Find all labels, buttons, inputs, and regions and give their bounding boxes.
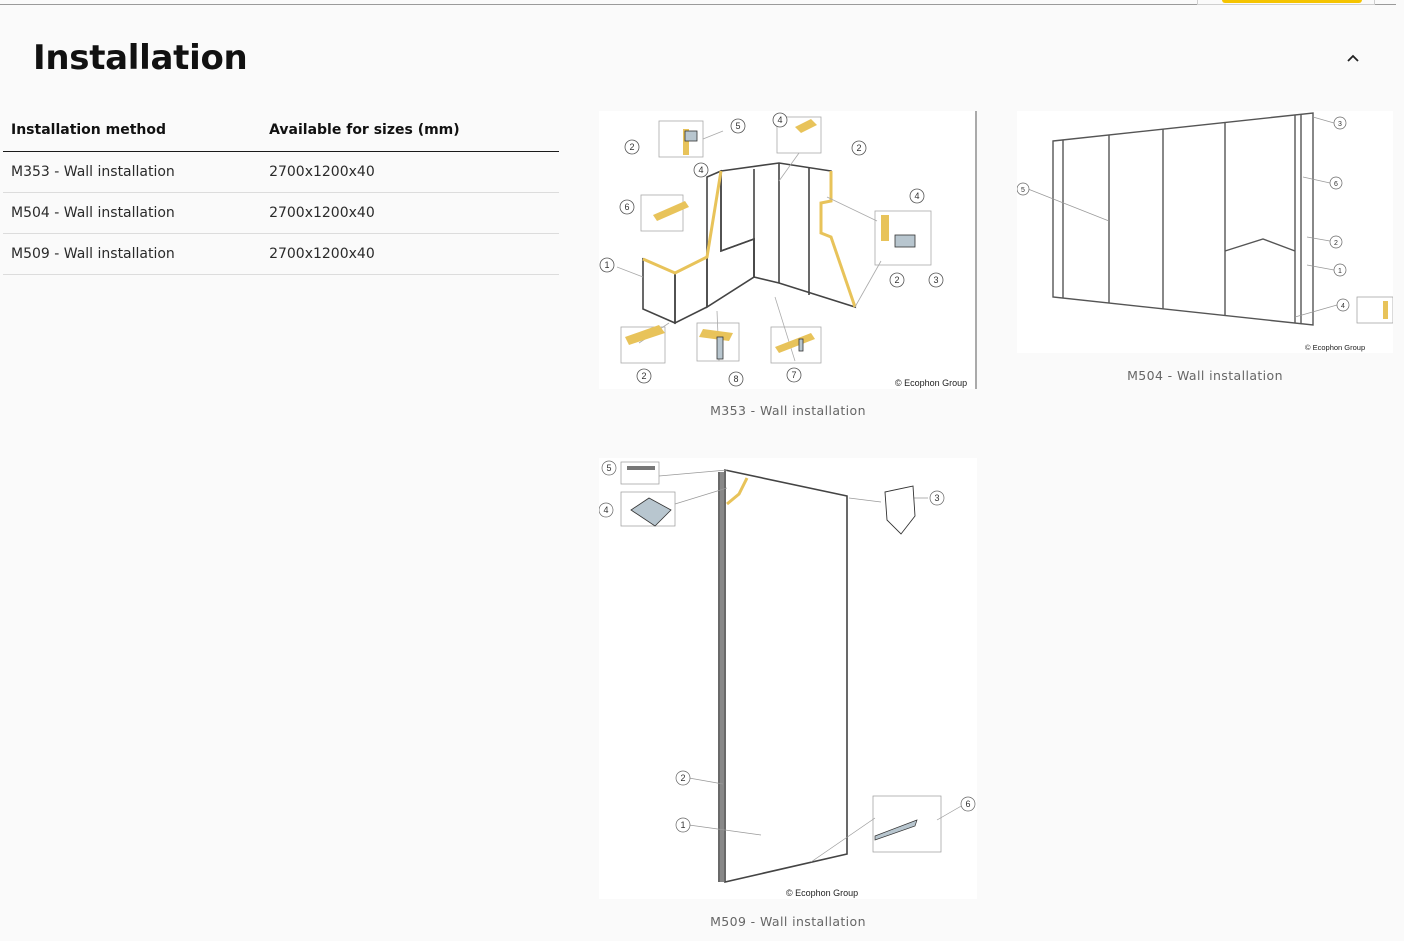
cell-method: M509 - Wall installation (3, 233, 264, 275)
svg-text:1: 1 (680, 820, 685, 830)
cell-method: M504 - Wall installation (3, 192, 264, 234)
table-row: M504 - Wall installation 2700x1200x40 (3, 192, 559, 234)
table-header-row: Installation method Available for sizes … (3, 110, 559, 152)
cell-method: M353 - Wall installation (3, 151, 264, 193)
figure-caption-m504: M504 - Wall installation (1127, 368, 1283, 383)
svg-text:4: 4 (603, 505, 608, 515)
svg-text:2: 2 (894, 275, 899, 285)
svg-text:3: 3 (1338, 121, 1342, 128)
cell-size: 2700x1200x40 (263, 233, 559, 275)
svg-text:6: 6 (624, 202, 629, 212)
svg-text:3: 3 (934, 493, 939, 503)
top-divider (0, 4, 1396, 5)
svg-text:2: 2 (1334, 240, 1338, 247)
header-available-sizes: Available for sizes (mm) (263, 110, 559, 152)
svg-text:6: 6 (1334, 181, 1338, 188)
figure-caption-m509: M509 - Wall installation (710, 914, 866, 929)
svg-text:2: 2 (680, 773, 685, 783)
svg-text:5: 5 (606, 463, 611, 473)
figure-m353-diagram[interactable]: 2 5 4 2 4 6 4 1 2 3 2 8 7 © Ecophon Group (599, 111, 977, 389)
svg-text:2: 2 (629, 142, 634, 152)
figure-credit: © Ecophon Group (786, 888, 858, 898)
chevron-up-icon (1347, 54, 1359, 62)
top-tab[interactable] (1197, 0, 1375, 5)
svg-text:6: 6 (965, 799, 970, 809)
svg-text:4: 4 (914, 191, 919, 201)
figure-m509-diagram[interactable]: 5 4 3 2 1 6 © Ecophon Group (599, 458, 977, 899)
svg-text:8: 8 (733, 374, 738, 384)
svg-text:5: 5 (1021, 187, 1025, 194)
figure-m504-diagram[interactable]: 5 3 6 2 1 4 © Ecophon Group (1017, 111, 1393, 353)
svg-text:2: 2 (641, 371, 646, 381)
m509-installation-drawing: 5 4 3 2 1 6 © Ecophon Group (599, 460, 976, 898)
figure-credit: © Ecophon Group (895, 378, 967, 388)
header-installation-method: Installation method (3, 110, 264, 152)
svg-text:1: 1 (1338, 268, 1342, 275)
table-row: M353 - Wall installation 2700x1200x40 (3, 151, 559, 193)
m353-installation-drawing: 2 5 4 2 4 6 4 1 2 3 2 8 7 © Ecophon Group (599, 111, 977, 389)
cell-size: 2700x1200x40 (263, 192, 559, 234)
svg-text:4: 4 (1341, 303, 1345, 310)
section-title: Installation (33, 38, 248, 78)
installation-table: Installation method Available for sizes … (3, 110, 559, 275)
top-tab-accent (1222, 0, 1362, 3)
collapse-toggle-button[interactable] (1340, 46, 1366, 70)
svg-text:2: 2 (856, 143, 861, 153)
svg-text:4: 4 (698, 165, 703, 175)
cell-size: 2700x1200x40 (263, 151, 559, 193)
svg-text:5: 5 (735, 121, 740, 131)
figure-caption-m353: M353 - Wall installation (710, 403, 866, 418)
svg-text:7: 7 (791, 370, 796, 380)
table-row: M509 - Wall installation 2700x1200x40 (3, 233, 559, 275)
figure-credit: © Ecophon Group (1305, 343, 1365, 352)
m504-installation-drawing: 5 3 6 2 1 4 © Ecophon Group (1017, 112, 1393, 352)
svg-text:4: 4 (777, 115, 782, 125)
svg-text:1: 1 (604, 260, 609, 270)
svg-text:3: 3 (933, 275, 938, 285)
